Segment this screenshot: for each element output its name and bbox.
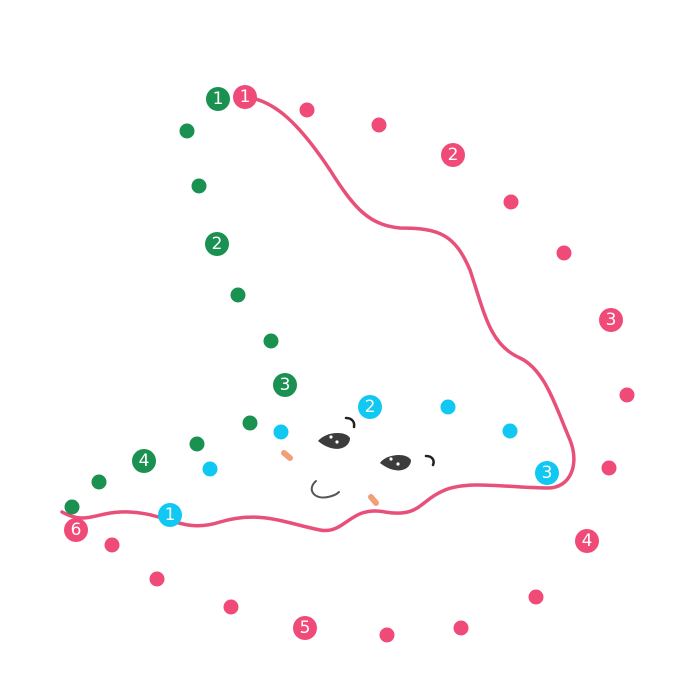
green-marker-2-label: 2: [212, 234, 223, 254]
left-blush: [281, 450, 293, 461]
green-dot[interactable]: [64, 499, 80, 515]
cyan-marker-3-label: 3: [542, 463, 553, 483]
pink-marker-1[interactable]: 1: [233, 85, 257, 109]
pink-dot[interactable]: [371, 117, 387, 133]
pink-dot[interactable]: [379, 627, 395, 643]
pink-marker-2-label: 2: [448, 145, 459, 165]
pink-marker-6-label: 6: [71, 520, 82, 540]
green-marker-3[interactable]: 3: [273, 373, 297, 397]
pink-dot[interactable]: [104, 537, 120, 553]
pink-marker-4-label: 4: [582, 531, 593, 551]
pink-marker-6[interactable]: 6: [64, 518, 88, 542]
green-marker-1[interactable]: 1: [206, 87, 230, 111]
pink-dot[interactable]: [453, 620, 469, 636]
cyan-marker-3[interactable]: 3: [535, 461, 559, 485]
right-eye: [380, 454, 411, 471]
cyan-dot[interactable]: [440, 399, 456, 415]
cyan-dot[interactable]: [202, 461, 218, 477]
drawn-line: [60, 95, 576, 533]
pink-marker-2[interactable]: 2: [441, 143, 465, 167]
cyan-dot[interactable]: [273, 424, 289, 440]
right-eyebrow: [424, 454, 435, 467]
pink-marker-4[interactable]: 4: [575, 529, 599, 553]
pink-marker-5-label: 5: [300, 618, 311, 638]
mouth: [310, 480, 340, 499]
cyan-marker-2-label: 2: [365, 397, 376, 417]
right-blush: [368, 494, 379, 506]
left-eyebrow: [344, 416, 356, 429]
pink-dot[interactable]: [556, 245, 572, 261]
green-dot[interactable]: [179, 123, 195, 139]
left-eye: [318, 432, 350, 449]
cyan-marker-1[interactable]: 1: [158, 503, 182, 527]
pink-dot-group: [104, 102, 635, 643]
pink-dot[interactable]: [619, 387, 635, 403]
green-dot[interactable]: [91, 474, 107, 490]
pink-marker-3-label: 3: [606, 310, 617, 330]
green-marker-2[interactable]: 2: [205, 232, 229, 256]
green-marker-4[interactable]: 4: [132, 449, 156, 473]
cyan-dot-group: [202, 399, 518, 477]
pink-marker-3[interactable]: 3: [599, 308, 623, 332]
pink-dot[interactable]: [528, 589, 544, 605]
green-dot[interactable]: [263, 333, 279, 349]
green-marker-1-label: 1: [213, 89, 224, 109]
cyan-marker-2[interactable]: 2: [358, 395, 382, 419]
green-marker-4-label: 4: [139, 451, 150, 471]
cyan-marker-1-label: 1: [165, 505, 176, 525]
green-marker-3-label: 3: [280, 375, 291, 395]
pink-dot[interactable]: [503, 194, 519, 210]
pink-marker-5[interactable]: 5: [293, 616, 317, 640]
green-dot[interactable]: [189, 436, 205, 452]
cyan-dot[interactable]: [502, 423, 518, 439]
green-dot[interactable]: [191, 178, 207, 194]
pink-dot[interactable]: [299, 102, 315, 118]
pink-dot[interactable]: [149, 571, 165, 587]
pink-dot[interactable]: [223, 599, 239, 615]
green-dot-group: [64, 123, 279, 515]
face: [281, 416, 435, 506]
pink-dot[interactable]: [601, 460, 617, 476]
green-dot[interactable]: [242, 415, 258, 431]
pink-marker-1-label: 1: [240, 87, 251, 107]
green-dot[interactable]: [230, 287, 246, 303]
